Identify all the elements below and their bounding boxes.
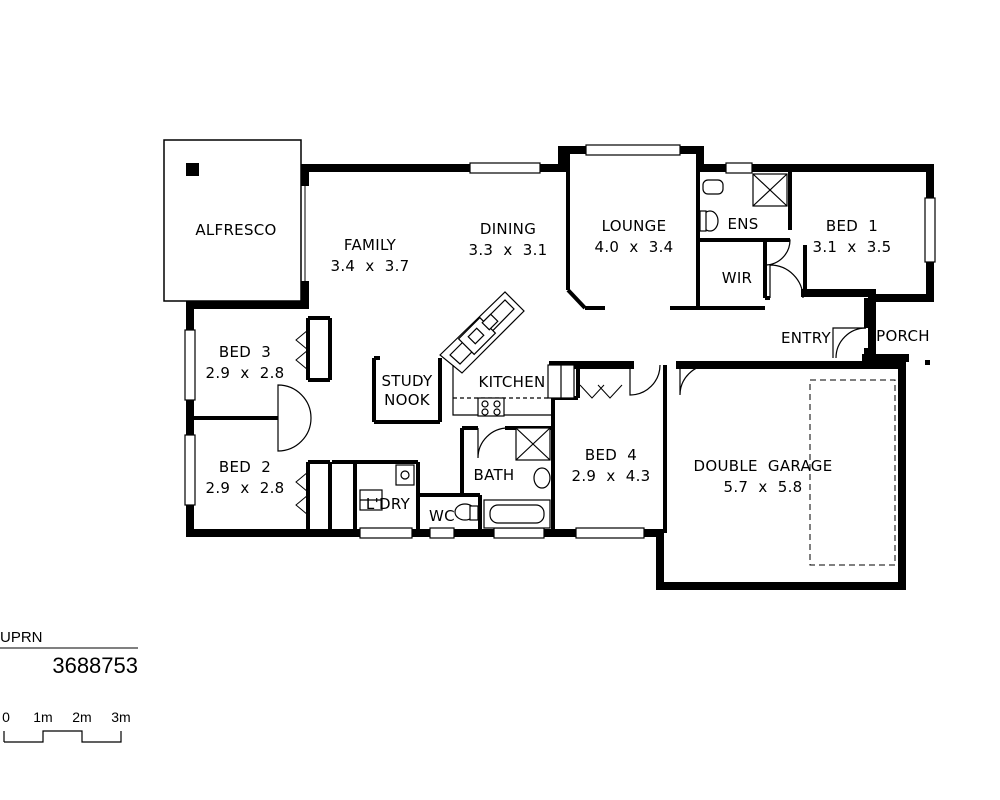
external-walls [186,146,934,590]
bed4-size: 2.9 x 4.3 [572,467,651,485]
kitchen-bench [439,291,575,417]
bed1-size: 3.1 x 3.5 [813,238,892,256]
bed1-label: BED 1 [826,217,878,235]
bath-label: BATH [473,466,514,484]
wc-label: WC [429,507,455,525]
garage-label: DOUBLE GARAGE [694,457,833,475]
lounge-label: LOUNGE [602,217,667,235]
scale-bar: 0 1m 2m 3m [2,709,131,743]
ens-label: ENS [727,215,758,233]
kitchen-label: KITCHEN [478,373,545,391]
family-size: 3.4 x 3.7 [331,257,410,275]
bed3-label: BED 3 [219,343,271,361]
uprn-value: 3688753 [52,653,138,678]
entry-label: ENTRY [781,329,832,347]
wir-label: WIR [722,269,753,287]
uprn-block: UPRN 3688753 [0,629,138,678]
scale-tick-0: 0 [2,709,10,725]
alfresco-label: ALFRESCO [195,221,276,239]
porch-label: PORCH [876,327,930,345]
bathroom-fixtures [359,173,788,529]
dining-size: 3.3 x 3.1 [469,241,548,259]
uprn-label: UPRN [0,629,43,646]
garage-size: 5.7 x 5.8 [724,478,803,496]
dining-label: DINING [480,220,536,238]
scale-tick-2m: 2m [72,709,91,725]
scale-tick-3m: 3m [111,709,130,725]
study-label-line1: STUDY [381,372,433,390]
bed2-size: 2.9 x 2.8 [206,479,285,497]
porch-marker [925,360,930,365]
windows [184,144,936,539]
bed2-label: BED 2 [219,458,271,476]
study-label-line2: NOOK [384,391,431,409]
internal-walls [190,150,868,533]
laundry-label: L'DRY [366,495,411,513]
doors [277,239,867,459]
lounge-size: 4.0 x 3.4 [595,238,674,256]
wardrobe-doors [295,329,623,516]
bed3-size: 2.9 x 2.8 [206,364,285,382]
bed4-label: BED 4 [585,446,637,464]
scale-tick-1m: 1m [33,709,52,725]
family-label: FAMILY [344,236,397,254]
garage-parking-outline [809,379,896,566]
